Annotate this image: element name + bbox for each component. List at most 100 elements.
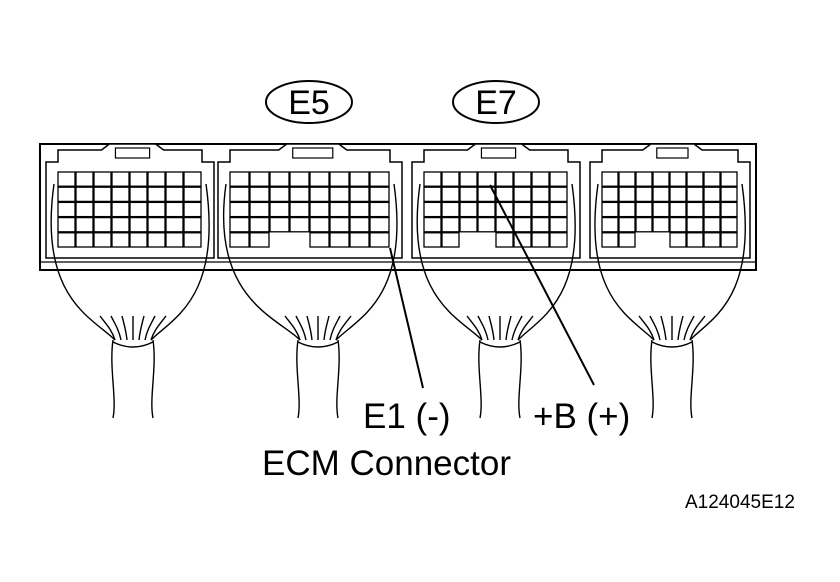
connector-block-4: [589, 143, 751, 259]
terminal-cavity: [165, 186, 184, 203]
terminal-cavity: [477, 216, 496, 233]
terminal-cavity: [495, 232, 514, 248]
terminal-cavity: [531, 232, 550, 248]
connector-block-4-sleeve-left: [650, 339, 654, 419]
terminal-cavity: [423, 201, 442, 218]
terminal-cavity: [669, 232, 687, 248]
terminal-cavity: [669, 216, 687, 233]
terminal-cavity: [441, 201, 460, 218]
terminal-cavity: [549, 232, 568, 248]
connector-label-e7: E7: [452, 80, 540, 124]
terminal-cavity: [309, 232, 330, 248]
terminal-cavity: [329, 201, 350, 218]
terminal-cavity: [441, 232, 460, 248]
terminal-cavity: [269, 186, 290, 203]
terminal-cavity: [635, 201, 653, 218]
terminal-cavity: [183, 186, 202, 203]
connector-block-e7-sleeve-left: [478, 339, 482, 419]
terminal-cavity: [249, 216, 270, 233]
connector-block-e5-latch: [292, 147, 334, 159]
terminal-cavity: [129, 232, 148, 248]
connector-block-1-harness: [50, 183, 210, 419]
terminal-cavity: [229, 232, 250, 248]
terminal-cavity: [329, 171, 350, 187]
terminal-cavity: [147, 171, 166, 187]
terminal-cavity: [309, 171, 330, 187]
figure-code: A124045E12: [685, 492, 795, 513]
terminal-cavity: [703, 216, 721, 233]
terminal-cavity: [531, 201, 550, 218]
terminal-cavity: [111, 201, 130, 218]
terminal-cavity: [75, 216, 94, 233]
terminal-cavity: [229, 171, 250, 187]
diagram-title: ECM Connector: [262, 444, 511, 483]
terminal-cavity: [93, 216, 112, 233]
terminal-cavity: [229, 216, 250, 233]
leader-line-b: [489, 184, 595, 386]
terminal-cavity: [686, 201, 704, 218]
terminal-cavity: [720, 171, 738, 187]
terminal-cavity: [165, 232, 184, 248]
wire-harnesses: [50, 183, 746, 419]
terminal-cavity: [669, 201, 687, 218]
terminal-cavity: [618, 232, 636, 248]
terminal-cavity: [601, 201, 619, 218]
terminal-cavity: [289, 186, 310, 203]
terminal-cavity: [229, 186, 250, 203]
terminal-cavity: [720, 232, 738, 248]
terminal-cavity: [703, 201, 721, 218]
terminal-cavity: [129, 201, 148, 218]
terminal-cavity: [686, 216, 704, 233]
terminal-cavity: [349, 232, 370, 248]
terminal-cavity: [57, 186, 76, 203]
terminal-cavity: [635, 186, 653, 203]
terminal-cavity: [111, 186, 130, 203]
terminal-cavity: [601, 232, 619, 248]
terminal-cavity: [703, 232, 721, 248]
terminal-cavity: [513, 201, 532, 218]
connector-block-1-sleeve-left: [111, 339, 115, 419]
terminal-cavity: [93, 201, 112, 218]
terminal-cavity: [147, 186, 166, 203]
terminal-cavity: [423, 171, 442, 187]
terminal-cavity: [686, 232, 704, 248]
terminal-cavity: [75, 186, 94, 203]
terminal-label-e1: E1 (-): [363, 397, 451, 436]
terminal-cavity: [129, 216, 148, 233]
terminal-cavity: [111, 216, 130, 233]
terminal-cavity: [549, 216, 568, 233]
terminal-cavity: [75, 171, 94, 187]
connector-block-4-latch: [656, 147, 689, 159]
terminal-cavity: [720, 186, 738, 203]
terminal-cavity: [369, 186, 390, 203]
terminal-cavity: [441, 216, 460, 233]
terminal-cavity: [57, 171, 76, 187]
terminal-cavity: [441, 171, 460, 187]
terminal-cavity: [75, 201, 94, 218]
terminal-cavity: [513, 216, 532, 233]
terminal-cavity: [495, 171, 514, 187]
terminal-cavity: [349, 171, 370, 187]
terminal-cavity: [349, 186, 370, 203]
terminal-cavity: [289, 216, 310, 233]
terminal-cavity: [531, 171, 550, 187]
terminal-cavity: [423, 216, 442, 233]
terminal-cavity: [183, 232, 202, 248]
terminal-cavity: [477, 201, 496, 218]
terminal-cavity: [459, 171, 478, 187]
terminal-cavity: [165, 171, 184, 187]
terminal-cavity: [111, 171, 130, 187]
terminal-cavity: [183, 171, 202, 187]
terminal-cavity: [229, 201, 250, 218]
terminal-cavity: [423, 186, 442, 203]
terminal-cavity: [669, 186, 687, 203]
leader-lines: [389, 184, 595, 389]
terminal-cavity: [249, 186, 270, 203]
terminal-cavity: [635, 216, 653, 233]
terminal-cavity: [165, 216, 184, 233]
terminal-cavity: [618, 186, 636, 203]
terminal-cavity: [269, 201, 290, 218]
terminal-cavity: [93, 171, 112, 187]
terminal-cavity: [601, 186, 619, 203]
terminal-cavity: [369, 171, 390, 187]
